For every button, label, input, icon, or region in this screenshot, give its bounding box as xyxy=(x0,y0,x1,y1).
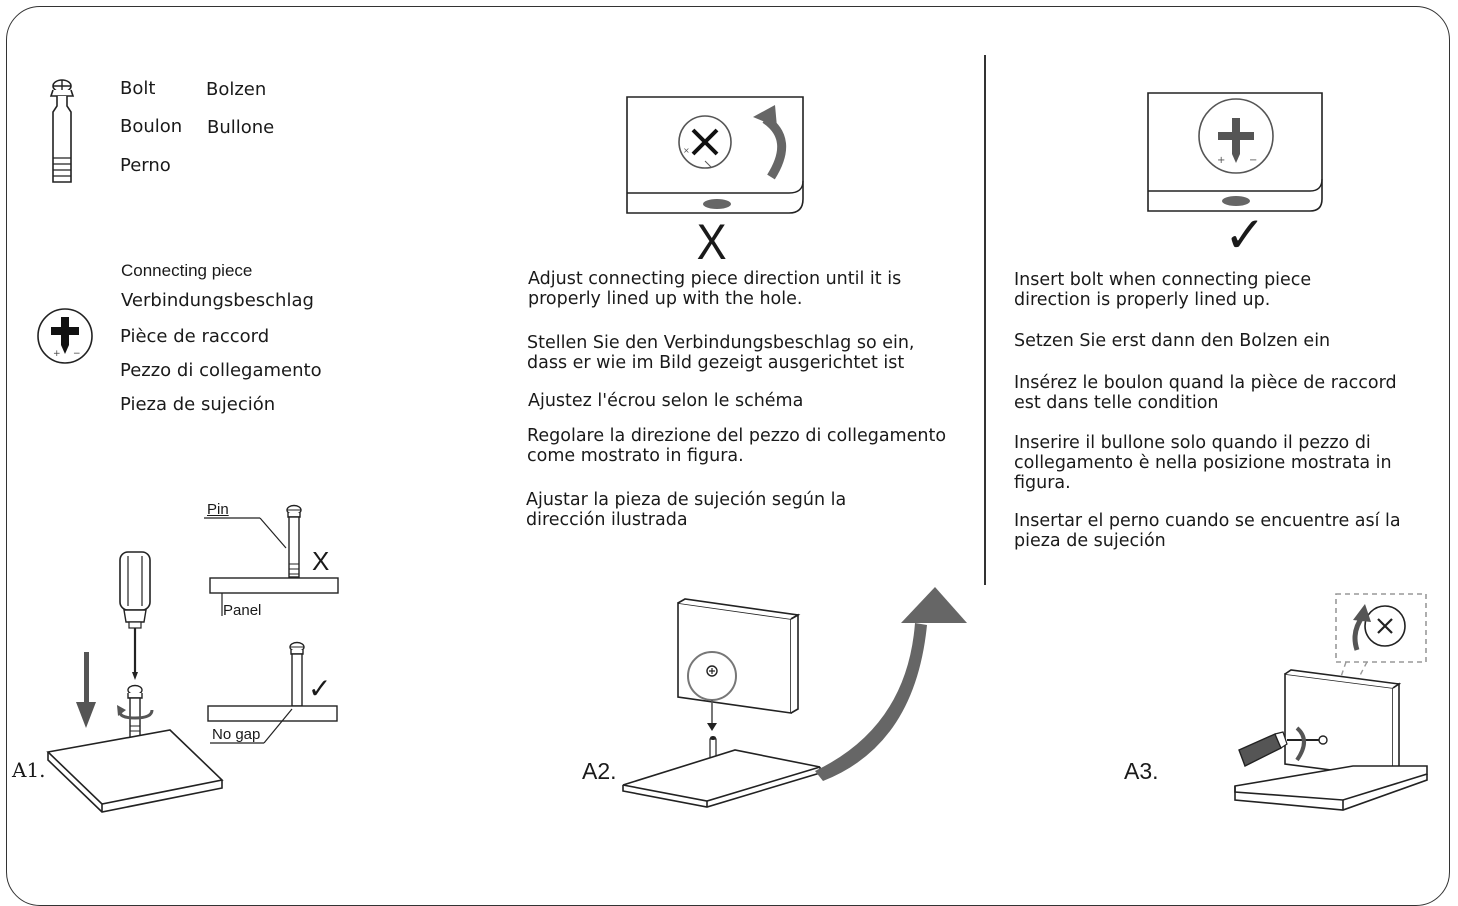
svg-text:−: − xyxy=(73,349,81,359)
bolt-label-es: Perno xyxy=(120,155,171,176)
connecting-piece-label-en: Connecting piece xyxy=(121,261,253,280)
a3-instruction-es-line2: pieza de sujeción xyxy=(1014,531,1166,551)
a2-instruction-es-line2: dirección ilustrada xyxy=(526,510,688,530)
connecting-piece-label-es: Pieza de sujeción xyxy=(120,394,276,415)
a3-instruction-en-line2: direction is properly lined up. xyxy=(1014,290,1271,310)
connecting-piece-label-de: Verbindungsbeschlag xyxy=(121,290,314,311)
a1-panel-label: Panel xyxy=(223,602,262,619)
connecting-piece-icon: + − xyxy=(37,308,93,364)
a3-instruction-de: Setzen Sie erst dann den Bolzen ein xyxy=(1014,331,1330,351)
a2-instruction-en-line2: properly lined up with the hole. xyxy=(528,289,803,309)
a3-instruction-de-line1: Setzen Sie erst dann den Bolzen ein xyxy=(1014,331,1331,351)
a2-step-label: A2. xyxy=(582,758,617,784)
a2-instruction-en-line1: Adjust connecting piece direction until … xyxy=(528,269,902,289)
a3-step-label: A3. xyxy=(1124,758,1159,784)
svg-text:+: + xyxy=(1217,155,1225,166)
a2-instruction-it: Regolare la direzione del pezzo di colle… xyxy=(527,426,946,466)
a1-wrong-mark: X xyxy=(312,546,330,576)
a3-instruction-es-line1: Insertar el perno cuando se encuentre as… xyxy=(1014,511,1401,531)
a1-pin-gap-diagram xyxy=(204,504,339,616)
a3-instruction-it-line3: figura. xyxy=(1014,473,1071,493)
a2-instruction-de-line2: dass er wie im Bild gezeigt ausgerichtet… xyxy=(527,353,905,373)
a2-instruction-de: Stellen Sie den Verbindungsbeschlag so e… xyxy=(527,333,915,373)
bolt-icon xyxy=(49,79,75,183)
a1-step-label: A1. xyxy=(12,758,46,782)
connecting-piece-label-it: Pezzo di collegamento xyxy=(120,360,322,381)
a3-instruction-it-line2: collegamento è nella posizione mostrata … xyxy=(1014,453,1392,473)
a2-instructions: Adjust connecting piece direction until … xyxy=(528,269,901,309)
a2-wrong-mark: X xyxy=(696,214,727,270)
a3-instruction-fr-line1: Insérez le boulon quand la pièce de racc… xyxy=(1014,373,1397,393)
bolt-label-en: Bolt xyxy=(120,78,156,99)
connecting-piece-label-fr: Pièce de raccord xyxy=(120,326,270,347)
a3-instruction-fr: Insérez le boulon quand la pièce de racc… xyxy=(1014,373,1397,413)
a3-aligned-panel-diagram: + − xyxy=(1147,92,1323,212)
a2-instruction-fr-line1: Ajustez l'écrou selon le schéma xyxy=(528,391,804,411)
a3-right-mark: ✓ xyxy=(1224,206,1266,264)
a1-pin-label: Pin xyxy=(207,501,229,518)
a3-instruction-it-line1: Inserire il bullone solo quando il pezzo… xyxy=(1014,433,1371,453)
column-divider xyxy=(984,55,986,585)
svg-text:+: + xyxy=(53,349,61,359)
a2-instruction-de-line1: Stellen Sie den Verbindungsbeschlag so e… xyxy=(527,333,915,353)
a1-right-mark: ✓ xyxy=(308,672,332,705)
svg-text:−: − xyxy=(1249,155,1257,166)
svg-text:×: × xyxy=(683,146,690,155)
a3-bolt-insertion-illustration xyxy=(1234,593,1428,811)
a3-instruction-en: Insert bolt when connecting piece direct… xyxy=(1014,270,1311,310)
a2-instruction-it-line2: come mostrato in figura. xyxy=(527,446,744,466)
a2-instruction-fr: Ajustez l'écrou selon le schéma xyxy=(528,391,803,411)
a2-instruction-es-line1: Ajustar la pieza de sujeción según la xyxy=(526,490,847,510)
a2-instruction-es: Ajustar la pieza de sujeción según la di… xyxy=(526,490,846,530)
a2-misaligned-panel-diagram: × xyxy=(626,96,804,214)
bolt-label-de: Bolzen xyxy=(206,79,267,100)
a3-instruction-es: Insertar el perno cuando se encuentre as… xyxy=(1014,511,1401,551)
a3-instruction-en-line1: Insert bolt when connecting piece xyxy=(1014,270,1312,290)
a2-panel-assembly-illustration xyxy=(622,587,967,808)
a3-instruction-fr-line2: est dans telle condition xyxy=(1014,393,1219,413)
a2-instruction-it-line1: Regolare la direzione del pezzo di colle… xyxy=(527,426,947,446)
a3-instruction-it: Inserire il bullone solo quando il pezzo… xyxy=(1014,433,1392,493)
a1-screwdriver-illustration xyxy=(46,551,224,813)
a1-pin-no-gap-diagram xyxy=(207,641,338,744)
bolt-label-fr: Boulon xyxy=(120,116,183,137)
bolt-label-it: Bullone xyxy=(207,117,275,138)
a1-no-gap-label: No gap xyxy=(212,726,261,743)
